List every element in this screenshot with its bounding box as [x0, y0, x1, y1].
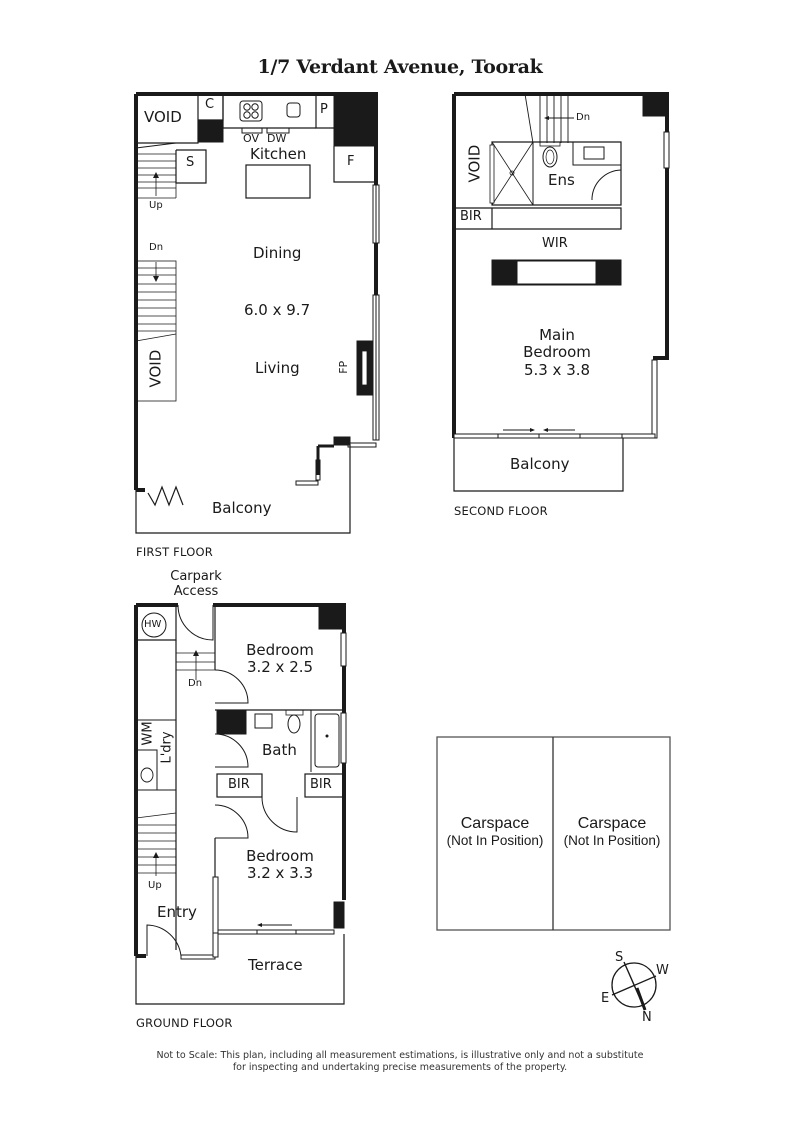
stair-label-up: Up	[148, 880, 162, 891]
room-label-bedroom1: Bedroom 3.2 x 2.5	[243, 641, 317, 677]
bedroom2-dims: 3.2 x 3.3	[246, 864, 314, 883]
room-label-living: Living	[255, 359, 300, 377]
room-dimensions-living: 6.0 x 9.7	[244, 301, 311, 319]
appliance-label-oven: OV	[243, 132, 259, 145]
compass-west: W	[656, 963, 669, 978]
stair-label-up: Up	[149, 200, 163, 211]
room-label-fridge: F	[347, 154, 355, 169]
room-label-cupboard: C	[205, 97, 215, 112]
room-label-balcony-second: Balcony	[510, 455, 570, 473]
appliance-label-dishwasher: DW	[267, 132, 287, 145]
main-bedroom-line2: Bedroom	[523, 343, 591, 362]
carpark-access-line2: Access	[173, 583, 219, 599]
bedroom1-dims: 3.2 x 2.5	[246, 658, 314, 677]
main-bedroom-dims: 5.3 x 3.8	[523, 360, 591, 379]
carspace-right-label: Carspace	[577, 815, 647, 832]
disclaimer-line1: Not to Scale: This plan, including all m…	[156, 1050, 644, 1061]
carspace-right: Carspace (Not In Position)	[555, 815, 669, 849]
room-label-bir-right: BIR	[310, 777, 332, 792]
disclaimer-line2: for inspecting and undertaking precise m…	[232, 1061, 568, 1073]
compass-east: E	[601, 991, 610, 1006]
plan-title: 1/7 Verdant Avenue, Toorak	[257, 56, 543, 78]
room-label-balcony-first: Balcony	[212, 499, 272, 517]
label-washing-machine: WM	[140, 721, 156, 746]
carpark-access-line1: Carpark	[170, 569, 222, 584]
room-label-bir: BIR	[460, 209, 482, 224]
label-hot-water: HW	[144, 619, 162, 630]
room-label-entry: Entry	[157, 903, 197, 921]
stair-label-down: Dn	[149, 242, 164, 253]
room-label-void-top: VOID	[144, 108, 182, 126]
carspace-left-note: (Not In Position)	[446, 833, 544, 849]
label-fireplace: FP	[337, 360, 351, 374]
room-label-laundry: L'dry	[159, 731, 175, 764]
stair-label-down: Dn	[576, 112, 591, 123]
room-label-store: S	[186, 155, 195, 170]
room-label-pantry: P	[320, 102, 328, 117]
room-label-bedroom2: Bedroom 3.2 x 3.3	[243, 847, 317, 883]
room-label-bath: Bath	[262, 741, 297, 759]
floor-label-first: FIRST FLOOR	[136, 545, 213, 559]
compass-south: S	[615, 950, 624, 965]
room-label-terrace: Terrace	[248, 956, 303, 974]
disclaimer: Not to Scale: This plan, including all m…	[0, 1050, 800, 1074]
carspace-left: Carspace (Not In Position)	[439, 815, 551, 849]
compass-north: N	[642, 1010, 652, 1025]
carspace-left-label: Carspace	[460, 815, 530, 832]
bedroom2-name: Bedroom	[246, 847, 314, 865]
room-label-dining: Dining	[253, 244, 302, 262]
room-label-ensuite: Ens	[548, 171, 575, 189]
room-label-bir-left: BIR	[228, 777, 250, 792]
room-label-void: VOID	[465, 144, 484, 183]
room-label-main-bedroom: Main Bedroom 5.3 x 3.8	[522, 326, 592, 379]
bedroom1-name: Bedroom	[246, 641, 314, 659]
room-label-void-side: VOID	[146, 349, 165, 388]
room-label-kitchen: Kitchen	[250, 145, 307, 163]
floor-label-ground: GROUND FLOOR	[136, 1016, 233, 1030]
floor-label-second: SECOND FLOOR	[454, 504, 548, 518]
stair-label-down: Dn	[188, 678, 203, 689]
carspace-right-note: (Not In Position)	[563, 833, 661, 849]
label-carpark-access: Carpark Access	[166, 569, 226, 600]
main-bedroom-line1: Main	[539, 326, 575, 344]
room-label-wir: WIR	[542, 236, 568, 251]
